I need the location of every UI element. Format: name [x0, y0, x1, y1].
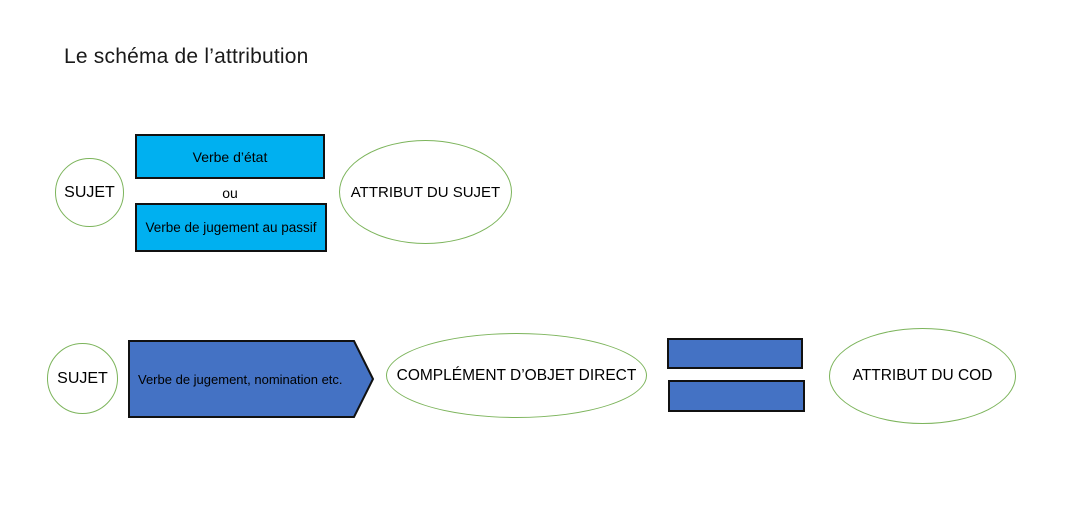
equals-top-bar	[667, 338, 803, 369]
subject-label-row1: SUJET	[64, 183, 115, 201]
arrow-pentagon	[128, 340, 375, 418]
attribute-cod-ellipse: ATTRIBUT DU COD	[829, 328, 1016, 424]
attribute-subject-label: ATTRIBUT DU SUJET	[350, 183, 501, 201]
arrow-shape	[128, 340, 375, 418]
direct-object-label: COMPLÉMENT D’OBJET DIRECT	[396, 366, 637, 384]
verb-judgement-passive-box: Verbe de jugement au passif	[135, 203, 327, 252]
attribute-subject-ellipse: ATTRIBUT DU SUJET	[339, 140, 512, 244]
page-title: Le schéma de l’attribution	[64, 45, 309, 68]
direct-object-ellipse: COMPLÉMENT D’OBJET DIRECT	[386, 333, 647, 418]
or-connector-label: ou	[222, 185, 238, 201]
equals-bottom-bar	[668, 380, 805, 412]
subject-circle-row2: SUJET	[47, 343, 118, 414]
subject-circle-row1: SUJET	[55, 158, 124, 227]
verb-judgement-arrow: Verbe de jugement, nomination etc.	[128, 340, 375, 418]
verb-state-label: Verbe d’état	[192, 148, 268, 165]
verb-state-box: Verbe d’état	[135, 134, 325, 179]
verb-judgement-label: Verbe de jugement, nomination etc.	[138, 371, 343, 387]
attribute-cod-label: ATTRIBUT DU COD	[852, 367, 993, 384]
subject-label-row2: SUJET	[57, 369, 108, 387]
verb-judgement-passive-label: Verbe de jugement au passif	[145, 220, 317, 235]
